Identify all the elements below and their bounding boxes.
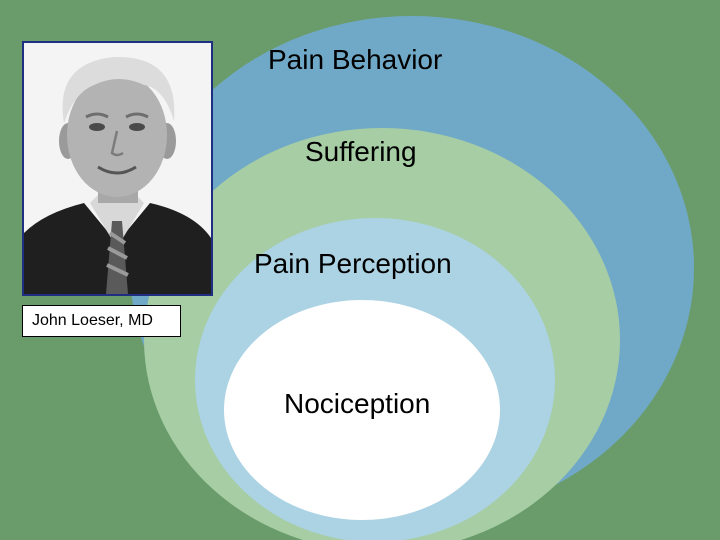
nociception-label: Nociception bbox=[284, 388, 431, 419]
portrait-caption: John Loeser, MD bbox=[22, 305, 181, 337]
pain-behavior-label: Pain Behavior bbox=[268, 44, 443, 75]
pain-perception-label: Pain Perception bbox=[254, 248, 452, 279]
portrait-photo bbox=[22, 41, 213, 296]
portrait-photo-icon bbox=[24, 43, 211, 294]
nociception-core bbox=[224, 300, 500, 520]
suffering-label: Suffering bbox=[305, 136, 417, 167]
